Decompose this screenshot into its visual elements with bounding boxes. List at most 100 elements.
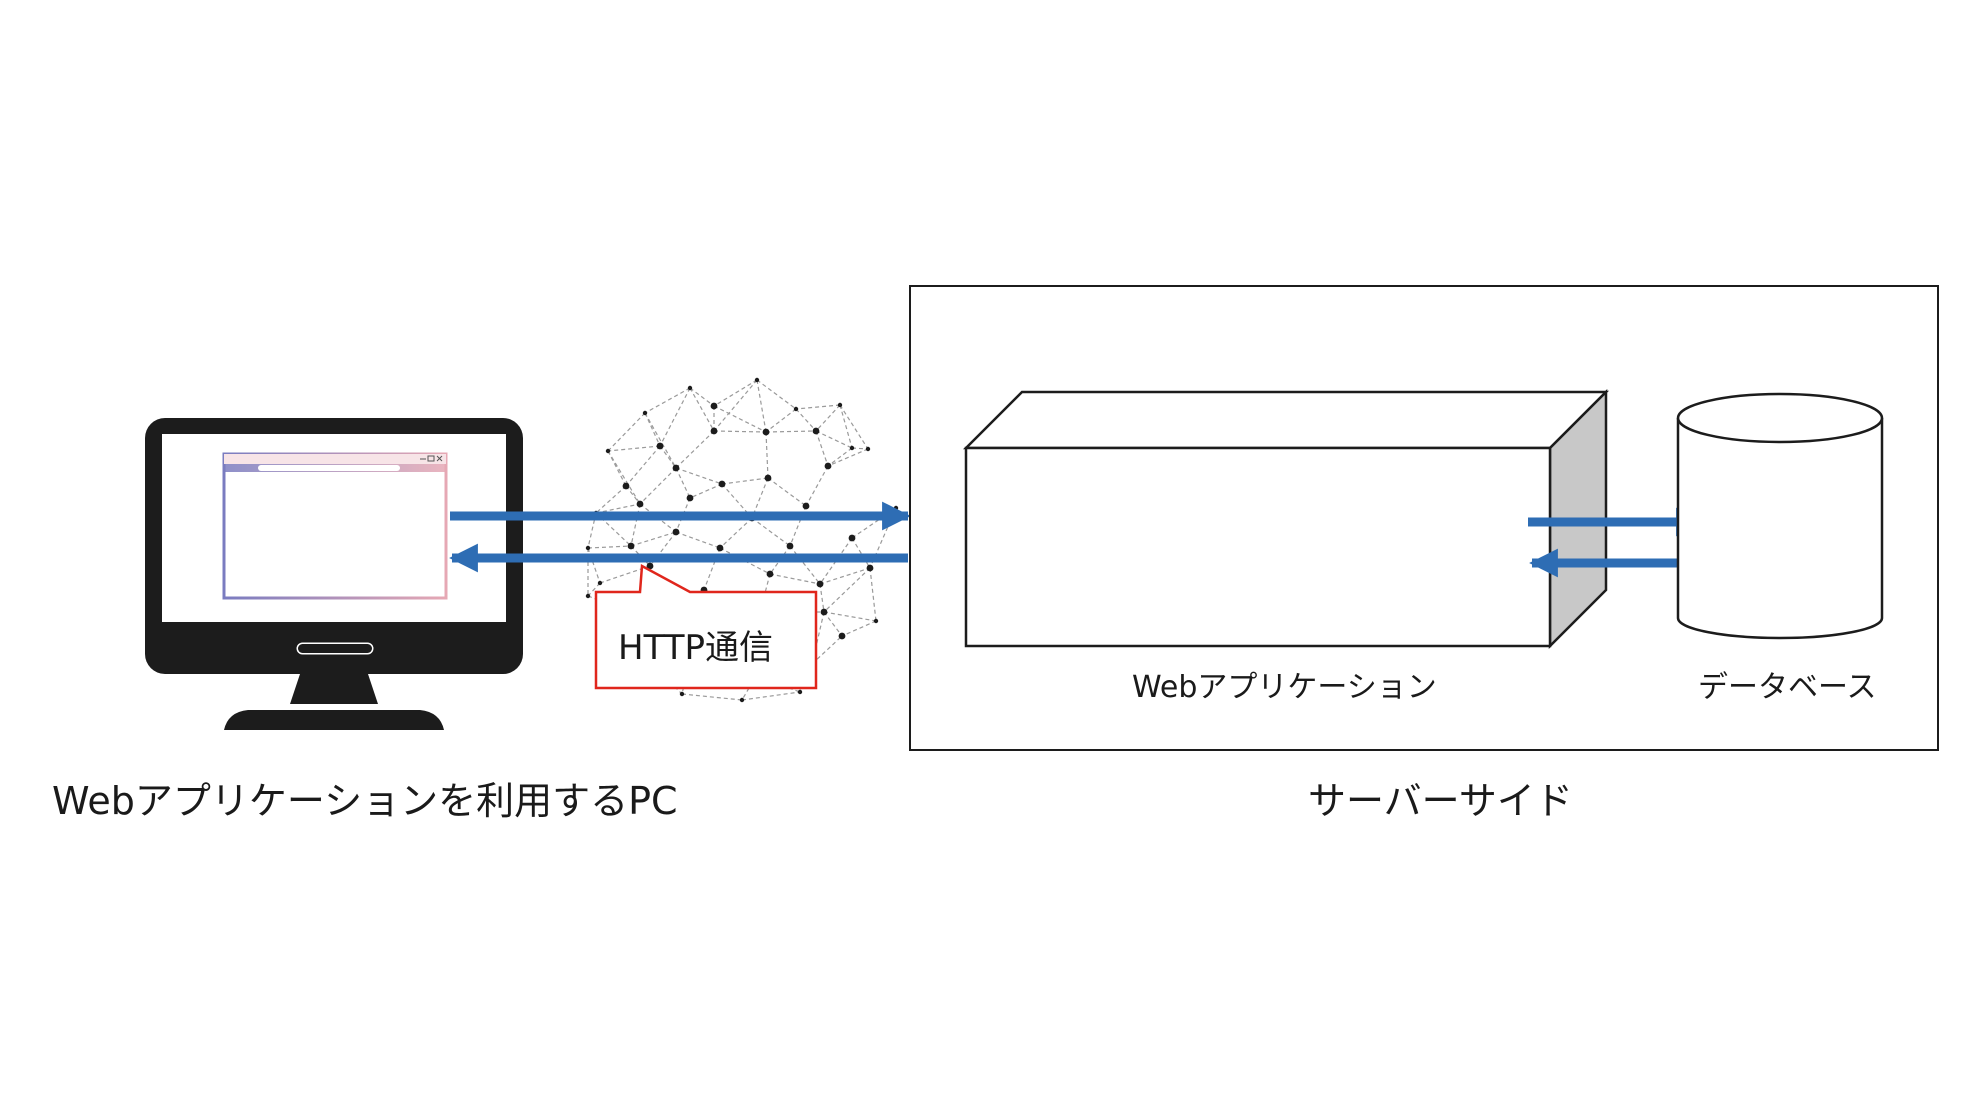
network-link [625, 485, 641, 505]
network-link [839, 404, 869, 450]
network-node [865, 446, 871, 452]
network-link [587, 582, 601, 597]
web-app-box [962, 388, 1610, 650]
network-node [838, 632, 846, 640]
network-link [851, 447, 869, 450]
web-app-label: Webアプリケーション [1132, 670, 1437, 705]
network-link [823, 567, 871, 613]
network-link [823, 611, 877, 622]
network-link [587, 547, 601, 584]
http-callout [594, 563, 818, 690]
network-node [849, 445, 855, 451]
network-link [765, 431, 769, 479]
network-link [815, 404, 841, 432]
network-link [630, 503, 641, 547]
network-link [827, 448, 869, 467]
network-node [585, 545, 591, 551]
network-node [686, 494, 694, 502]
network-link [756, 379, 797, 410]
network-node [739, 697, 745, 703]
network-node [812, 427, 820, 435]
network-link [851, 537, 871, 569]
network-link [659, 445, 677, 469]
network-link [795, 404, 841, 410]
desktop-monitor-icon [145, 418, 523, 730]
network-link [607, 412, 646, 452]
network-node [824, 462, 832, 470]
network-link [659, 387, 691, 447]
network-link [767, 477, 807, 507]
network-link [721, 477, 769, 485]
network-node [718, 480, 726, 488]
network-node [710, 427, 718, 435]
network-node [646, 562, 654, 570]
network-node [710, 402, 718, 410]
server-side-label: サーバーサイド [1308, 779, 1573, 823]
network-link [713, 379, 758, 407]
network-link [675, 531, 721, 549]
network-link [841, 620, 877, 637]
network-node [627, 542, 635, 550]
network-node [837, 402, 843, 408]
network-link [675, 467, 691, 499]
network-node [766, 570, 774, 578]
network-link [789, 545, 821, 585]
network-node [893, 505, 899, 511]
network-node [754, 377, 760, 383]
network-link [675, 430, 715, 469]
network-node [816, 580, 824, 588]
network-link [827, 447, 853, 467]
network-link [769, 573, 821, 585]
network-link [713, 405, 767, 433]
network-link [819, 583, 825, 613]
browser-window-icon [222, 452, 448, 600]
network-node [716, 544, 724, 552]
network-node [873, 618, 879, 624]
network-link [713, 379, 758, 432]
network-node [866, 564, 874, 572]
database-cylinder-icon [1676, 392, 1884, 640]
network-node [622, 482, 630, 490]
network-link [639, 467, 677, 505]
network-node [797, 689, 803, 695]
network-link [607, 445, 661, 452]
network-link [689, 387, 715, 407]
server-side-frame [909, 285, 1939, 751]
network-link [719, 517, 753, 549]
network-node [597, 580, 603, 586]
network-node [642, 410, 648, 416]
network-link [765, 430, 817, 433]
network-node [762, 428, 770, 436]
network-node [802, 502, 810, 510]
network-node [848, 534, 856, 542]
network-node [585, 593, 591, 599]
network-link [644, 412, 677, 469]
network-link [756, 379, 767, 433]
network-node [672, 528, 680, 536]
network-link [795, 408, 817, 432]
network-link [607, 450, 641, 505]
network-node [764, 474, 772, 482]
network-node [786, 542, 794, 550]
network-node [679, 691, 685, 697]
network-node [672, 464, 680, 472]
network-node [636, 500, 644, 508]
network-link [644, 412, 661, 447]
network-link [823, 611, 843, 637]
network-link [630, 531, 677, 547]
network-link [839, 404, 853, 449]
network-link [689, 483, 723, 499]
network-link [765, 408, 797, 433]
pc-label: Webアプリケーションを利用するPC [52, 779, 678, 823]
network-link [819, 567, 871, 585]
network-link [675, 467, 723, 485]
network-link [713, 430, 767, 433]
network-link [681, 693, 743, 701]
http-label: HTTP通信 [618, 628, 774, 668]
network-link [805, 465, 829, 507]
network-node [820, 608, 828, 616]
network-link [741, 675, 757, 701]
network-link [869, 567, 877, 622]
network-link [689, 387, 715, 432]
